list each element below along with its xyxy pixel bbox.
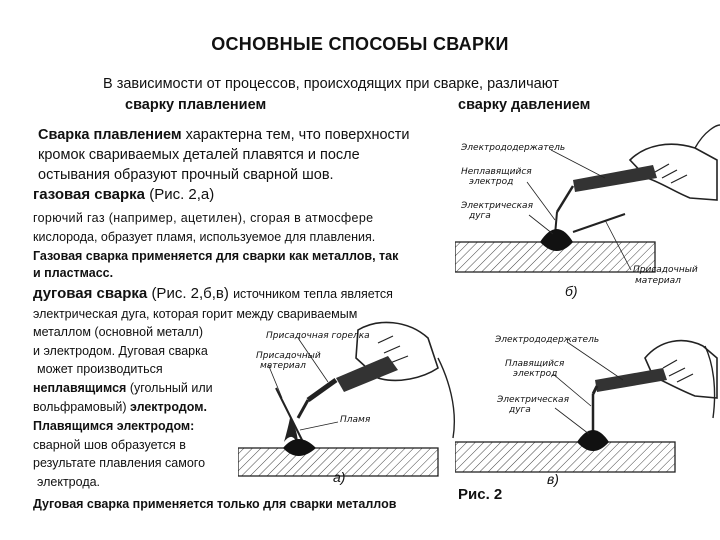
arc-line3: и электродом. Дуговая сварка xyxy=(33,344,208,358)
gas-line1: горючий газ (например, ацетилен), сгорая… xyxy=(33,211,374,225)
gas-line2: кислорода, образует пламя, используемое … xyxy=(33,230,376,244)
b-label-nonmelt: Неплавящийся xyxy=(461,167,532,177)
arc-line9: электрода. xyxy=(37,475,101,489)
v-label-holder: Электрододержатель xyxy=(494,335,599,345)
b-label-filler2: материал xyxy=(635,276,681,286)
v-label-electrode: электрод xyxy=(513,369,557,379)
b-label-arc1: Электрическая xyxy=(460,201,534,211)
gas-bold1: Газовая сварка применяется для сварки ка… xyxy=(33,249,399,263)
arc-line4: может производиться xyxy=(37,362,163,376)
page-title: ОСНОВНЫЕ СПОСОБЫ СВАРКИ xyxy=(211,34,509,54)
figure-label-b: б) xyxy=(565,283,578,299)
figure-label-v: в) xyxy=(547,471,559,487)
v-label-arc1: Электрическая xyxy=(496,395,570,405)
b-label-arc2: дуга xyxy=(468,211,491,221)
figure-a-illustration: Присадочная горелка Присадочный материал… xyxy=(238,321,456,485)
a-label-filler1: Присадочный xyxy=(256,351,321,361)
intro-text: В зависимости от процессов, происходящих… xyxy=(103,76,559,92)
b-label-electrode: электрод xyxy=(469,177,513,187)
sub-melting: сварку плавлением xyxy=(125,97,267,113)
a-label-filler2: материал xyxy=(260,361,306,371)
arc-line7: сварной шов образуется в xyxy=(33,438,186,452)
para1-emph: Сварка плавлением xyxy=(38,127,182,143)
arc-line6: вольфрамовый) электродом. xyxy=(33,400,207,414)
v-label-melting: Плавящийся xyxy=(505,359,565,369)
figure-b-illustration: Электрододержатель Неплавящийся электрод… xyxy=(455,124,720,299)
a-label-nozzle: Присадочная горелка xyxy=(266,331,370,341)
a-label-flame: Пламя xyxy=(340,415,371,425)
para1-line3: остывания образуют прочный сварной шов. xyxy=(38,167,334,183)
arc-line2: металлом (основной металл) xyxy=(33,325,204,339)
arc-line8: результате плавления самого xyxy=(33,456,206,470)
b-label-filler1: Присадочный xyxy=(633,265,698,275)
gas-bold2: и пластмасс. xyxy=(33,266,114,280)
arc-line5: неплавящимся (угольный или xyxy=(33,381,213,395)
v-label-arc2: дуга xyxy=(508,405,531,415)
arc-melting: Плавящимся электродом: xyxy=(33,419,195,433)
gas-heading: газовая сварка (Рис. 2,а) xyxy=(33,186,215,203)
sub-pressure: сварку давлением xyxy=(458,97,591,113)
para1-rest: характерна тем, что поверхности xyxy=(185,127,410,143)
arc-heading: дуговая сварка (Рис. 2,б,в) источником т… xyxy=(33,285,393,302)
figure-caption: Рис. 2 xyxy=(458,486,503,503)
arc-line1: электрическая дуга, которая горит между … xyxy=(33,307,358,321)
para1-line2: кромок свариваемых деталей плавятся и по… xyxy=(38,147,360,163)
figure-label-a: а) xyxy=(333,469,345,485)
b-label-holder: Электрододержатель xyxy=(460,143,565,153)
figure-v-illustration: Электрододержатель Плавящийся электрод Э… xyxy=(455,335,718,487)
arc-final: Дуговая сварка применяется только для св… xyxy=(33,497,397,511)
para1-line1: Сварка плавлением характерна тем, что по… xyxy=(38,125,410,145)
